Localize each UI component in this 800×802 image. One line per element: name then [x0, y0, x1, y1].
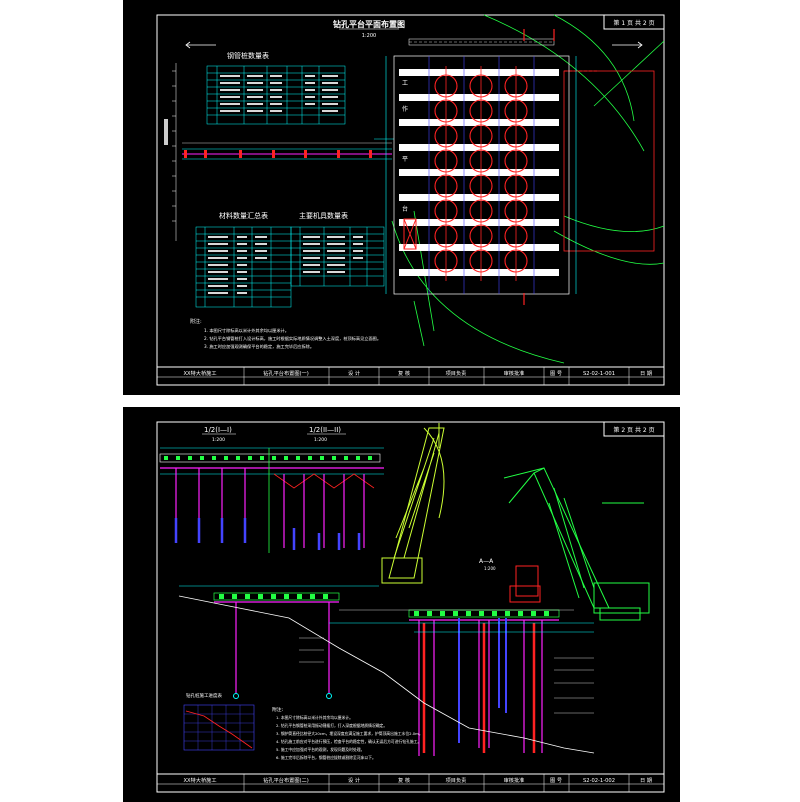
drawing-sheet-1: 钻孔平台平面布置图 1:200 第 1 页 共 2 页 钢管桩数量表	[123, 0, 680, 395]
sheet1-page-number: 第 1 页 共 2 页	[613, 19, 654, 27]
main-section-deck	[179, 585, 574, 621]
sheet1-notes-head: 附注:	[190, 318, 202, 325]
section-a-scale: 1:200	[484, 566, 496, 571]
sheet1-scale: 1:200	[362, 33, 376, 39]
progress-graph	[183, 704, 255, 751]
sheet2-notes-head: 附注:	[272, 706, 284, 713]
sheet1-note-3: 3. 施工时应加强观测确保平台的稳定，施工完毕后应拆除。	[204, 343, 314, 350]
scale-2: 1:200	[314, 437, 327, 443]
sheet2-note-3: 3. 钢护筒直径比桩径大20cm，埋设深度应满足施工要求，护筒顶高出施工水位2.…	[276, 731, 423, 736]
tb1-drawing-no-label: 图 号	[550, 370, 562, 377]
plan-drawing: 钻孔平台平面布置图 1:200 第 1 页 共 2 页 钢管桩数量表	[156, 14, 665, 386]
tb2-drawing-name: 钻孔平台布置图(二)	[263, 776, 309, 784]
tb1-manager: 项目负责	[446, 369, 467, 377]
tb2-approve: 审核批准	[504, 776, 525, 784]
tb1-project: XX特大桥施工	[183, 369, 216, 377]
table2-title: 材料数量汇总表	[219, 211, 268, 220]
tb2-check: 复 核	[398, 776, 410, 784]
crane-swing-arcs	[391, 14, 665, 364]
tb2-project: XX特大桥施工	[183, 776, 216, 784]
tb1-drawing-no: S2-02-1-001	[583, 371, 615, 377]
scale-1: 1:200	[212, 437, 225, 443]
tb2-date: 日 期	[640, 777, 652, 784]
platform-elevation	[159, 447, 384, 553]
sheet2-note-6: 6. 施工完毕后拆除平台，钢管桩应拔除或割除至河床以下。	[276, 755, 376, 760]
table3-title: 主要机具数量表	[299, 211, 348, 220]
tb2-drawing-no-label: 图 号	[550, 777, 562, 784]
steel-piles	[235, 602, 543, 756]
half-section-2-label: 1/2(II—II)	[309, 426, 341, 434]
sheet2-note-2: 2. 钻孔平台钢管桩采用振动锤插打，打入深度根据地质情况确定。	[276, 723, 387, 728]
sheet2-note-1: 1. 本图尺寸除标高以米计外其余均以厘米计。	[276, 715, 353, 720]
svg-text:作: 作	[402, 105, 408, 113]
drawing-sheet-2: 第 2 页 共 2 页 1/2(I—I) 1/2(II—II) 1:200 1:…	[123, 407, 680, 802]
progress-graph-title: 钻孔桩施工进度表	[186, 692, 222, 699]
half-section-1-label: 1/2(I—I)	[204, 426, 232, 434]
sheet1-note-1: 1. 本图尺寸除标高以米计外其余均以厘米计。	[204, 327, 289, 334]
sheet2-title-block: XX特大桥施工 钻孔平台布置图(二) 设 计 复 核 项目负责 审核批准 图 号…	[183, 776, 652, 784]
section-a-label: A—A	[479, 558, 494, 565]
tb1-drawing-name: 钻孔平台布置图(一)	[263, 369, 309, 377]
pile-quantity-table	[206, 65, 346, 125]
section-drawing: 第 2 页 共 2 页 1/2(I—I) 1/2(II—II) 1:200 1:…	[156, 421, 665, 793]
sheet1-title: 钻孔平台平面布置图	[333, 19, 405, 29]
svg-text:平: 平	[402, 156, 408, 163]
tb1-approve: 审核批准	[504, 369, 525, 377]
access-trestle	[182, 138, 394, 160]
material-summary-table	[195, 226, 292, 308]
sheet2-note-5: 5. 施工中应加强对平台的观测，发现问题及时处理。	[276, 747, 364, 752]
tb2-design: 设 计	[348, 776, 360, 784]
tb1-design: 设 计	[348, 369, 360, 377]
tb2-manager: 项目负责	[446, 776, 467, 784]
sheet1-note-2: 2. 钻孔平台钢管桩打入设计标高，施工时根据实际地质情况调整入土深度，桩顶标高见…	[204, 335, 381, 342]
crawler-crane-2	[503, 467, 650, 621]
tb1-check: 复 核	[398, 369, 410, 377]
tb2-drawing-no: S2-02-1-002	[583, 778, 615, 784]
svg-text:台: 台	[402, 205, 408, 213]
table1-title: 钢管桩数量表	[227, 51, 269, 60]
equipment-table	[290, 226, 385, 287]
sheet2-page-number: 第 2 页 共 2 页	[613, 426, 654, 434]
sheet1-title-block: XX特大桥施工 钻孔平台布置图(一) 设 计 复 核 项目负责 审核批准 图 号…	[183, 369, 652, 377]
sheet2-note-4: 4. 钻孔施工前应对平台进行预压，检查平台的稳定性，确认无误后方可进行钻孔施工。	[276, 739, 421, 744]
riverbed-line	[178, 595, 595, 754]
tb1-date: 日 期	[640, 370, 652, 377]
svg-text:工: 工	[402, 80, 408, 87]
crawler-crane-1	[381, 423, 445, 584]
